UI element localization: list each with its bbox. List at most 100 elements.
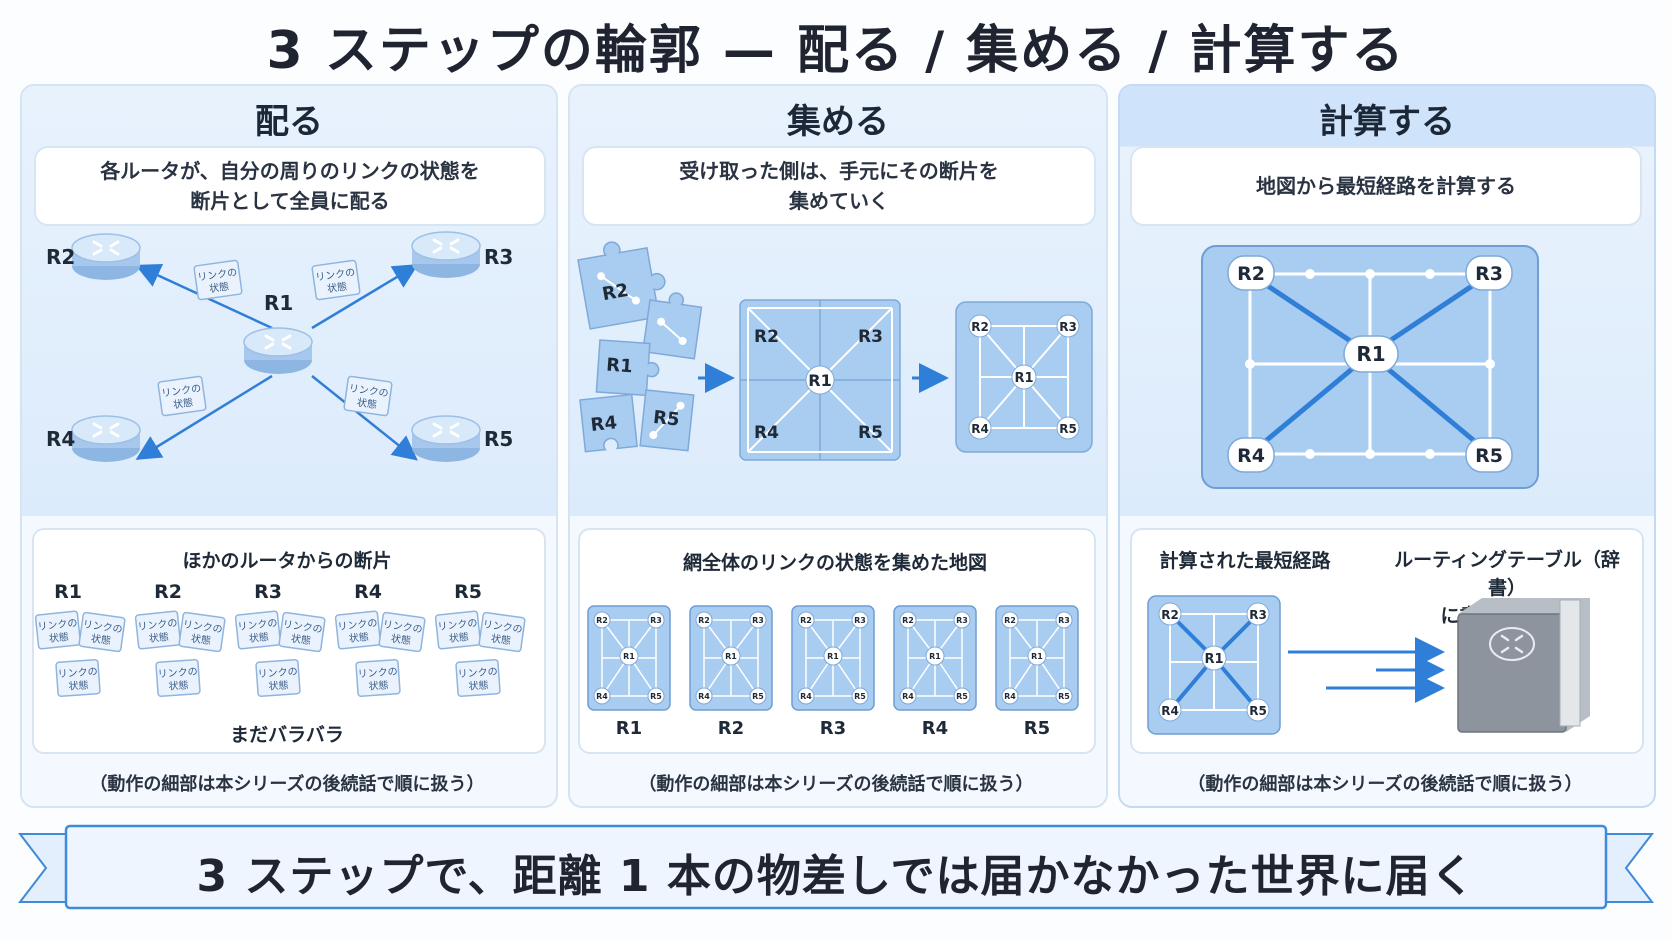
svg-text:リンクの: リンクの [197,266,238,283]
link-state-card: リンクの状態 [255,659,301,697]
map-copy-label: R3 [820,718,846,739]
map-copy-label: R1 [616,718,642,739]
link-state-card: リンクの状態 [434,610,482,650]
router-icon [70,232,142,282]
svg-text:R3: R3 [854,616,866,625]
fragment-router-label: R4 [354,582,382,603]
svg-text:R2: R2 [754,327,779,347]
desc-line: 集めていく [788,189,889,213]
svg-text:状態: 状態 [348,630,369,645]
svg-text:リンクの: リンクの [157,666,198,681]
svg-text:状態: 状態 [326,280,348,296]
distribute-diagram: R2 R3 R1 R4 R5 リンクの 状態 リンクの 状態 リンクの 状態 リ… [46,230,513,464]
svg-text:R5: R5 [1059,422,1077,436]
svg-text:R3: R3 [1058,616,1070,625]
svg-text:R4: R4 [800,692,812,701]
svg-text:R2: R2 [601,280,631,305]
svg-text:状態: 状態 [368,678,389,692]
svg-text:R5: R5 [956,692,968,701]
svg-text:リンクの: リンクの [348,382,389,399]
svg-text:R1: R1 [1031,652,1043,661]
svg-text:R3: R3 [1249,608,1267,622]
svg-text:リンクの: リンクの [182,618,223,635]
footnote: （動作の細部は本シリーズの後続話で順に扱う） [1187,774,1583,795]
svg-text:R3: R3 [650,616,662,625]
svg-text:R2: R2 [902,616,914,625]
svg-text:R1: R1 [808,371,831,390]
result-right-line: ルーティングテーブル（辞書） [1394,549,1620,599]
svg-text:R2: R2 [1237,263,1265,285]
router-icon [410,230,482,280]
svg-text:状態: 状態 [68,678,89,692]
link-state-card: リンクの状態 [155,659,201,697]
router-icon [410,414,482,464]
svg-text:R4: R4 [971,422,989,436]
svg-text:R3: R3 [858,327,883,347]
panel-collect-heading: 集める [787,102,889,142]
svg-text:状態: 状態 [268,678,289,692]
panel-compute-description: 地図から最短経路を計算する [1130,146,1642,226]
svg-text:R5: R5 [854,692,866,701]
desc-line: 受け取った側は、手元にその断片を [679,159,999,183]
svg-text:リンクの: リンクの [257,666,298,681]
svg-text:R1: R1 [623,652,635,661]
link-state-card: リンクの状態 [334,610,382,650]
svg-text:リンクの: リンクの [37,617,78,633]
panel-distribute-heading: 配る [255,102,323,142]
collect-diagram: R2 R1 R4 R5 R1 R2 R3 R4 R5 [577,241,1093,461]
svg-text:状態: 状態 [90,632,112,648]
small-shortest-path-map: R2 R3 R1 R4 R5 [1147,595,1281,735]
svg-text:リンクの: リンクの [137,617,178,633]
page-title: 3 ステップの輪郭 — 配る / 集める / 計算する [266,21,1406,81]
panel-distribute-description: 各ルータが、自分の周りのリンクの状態を断片として全員に配る [34,146,546,226]
link-state-card: リンクの状態 [455,659,501,697]
fragments-grid: R1リンクの状態リンクの状態リンクの状態R2リンクの状態リンクの状態リンクの状態… [34,582,526,697]
router-label: R3 [484,245,513,269]
svg-text:状態: 状態 [208,280,230,296]
puzzle-piece: R1 [595,339,660,397]
svg-text:状態: 状態 [448,630,469,645]
svg-text:状態: 状態 [468,678,489,692]
router-icon [70,414,142,464]
svg-text:状態: 状態 [190,632,212,648]
svg-text:状態: 状態 [148,630,169,645]
link-state-card: リンクの状態 [234,610,282,650]
fragments-title: ほかのルータからの断片 [182,550,392,572]
routing-table-book-icon [1457,598,1590,733]
svg-text:R5: R5 [1475,445,1503,467]
svg-text:R4: R4 [754,423,779,443]
complete-map: R2 R3 R1 R4 R5 [955,301,1093,453]
svg-text:リンクの: リンクの [161,382,202,399]
puzzle-piece: R2 [577,241,666,330]
svg-text:R4: R4 [590,412,618,436]
shortest-path-map: R2 R3 R1 R4 R5 [1201,245,1539,489]
svg-text:状態: 状態 [168,678,189,692]
puzzle-piece [641,292,703,360]
svg-text:R1: R1 [1356,342,1385,366]
svg-text:R5: R5 [858,423,883,443]
fragment-router-label: R3 [254,582,282,603]
svg-text:リンクの: リンクの [57,666,98,681]
svg-text:R2: R2 [1161,608,1179,622]
svg-text:R5: R5 [652,407,680,431]
svg-text:R4: R4 [1237,445,1265,467]
svg-text:リンクの: リンクの [482,618,523,635]
fragment-router-label: R2 [154,582,182,603]
svg-text:R3: R3 [956,616,968,625]
router-label: R5 [484,427,513,451]
panel-compute-heading: 計算する [1319,102,1455,142]
svg-text:リンクの: リンクの [337,617,378,633]
svg-text:状態: 状態 [490,632,512,648]
svg-text:R1: R1 [929,652,941,661]
svg-text:R3: R3 [1475,263,1503,285]
svg-text:リンクの: リンクの [382,618,423,635]
result-diagram: R2 R3 R1 R4 R5 [1147,595,1590,735]
svg-text:R1: R1 [1204,652,1223,667]
svg-text:R1: R1 [725,652,737,661]
svg-text:R4: R4 [1161,704,1179,718]
svg-text:R5: R5 [1249,704,1267,718]
